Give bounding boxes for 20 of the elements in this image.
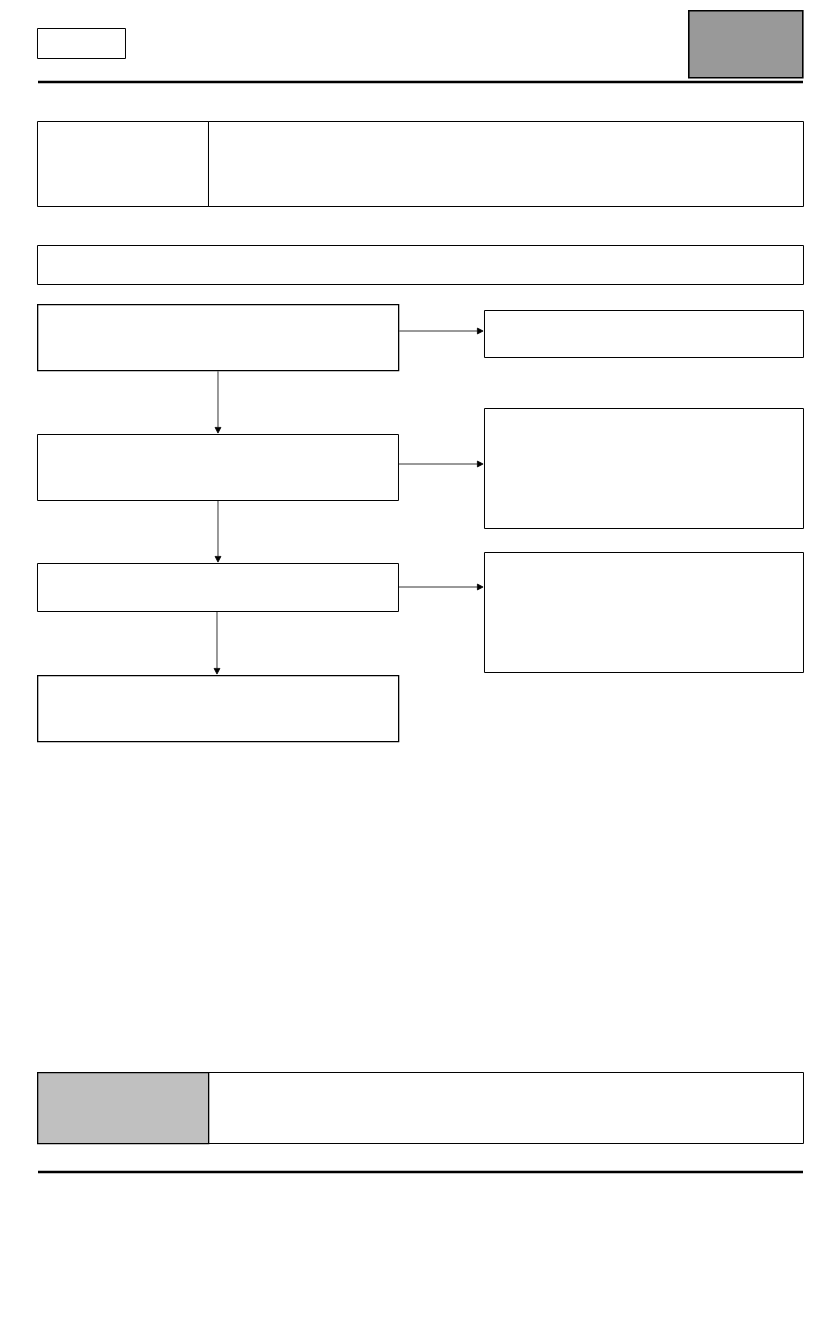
arrow [214,370,222,434]
arrow [398,460,484,468]
arrow [213,611,221,675]
arrow [214,500,222,563]
table-cell [37,1072,210,1145]
arrow [398,583,484,591]
banner-box [37,245,804,285]
arrow [398,327,484,335]
small-box [37,28,126,59]
table-cell [37,121,209,207]
table-cell [208,121,804,207]
process-box [37,563,399,612]
process-box [37,304,400,372]
process-box [37,675,400,743]
result-box [484,408,804,529]
filled-box [688,10,804,79]
result-box [484,310,804,358]
process-box [37,434,399,501]
table-cell [208,1072,804,1144]
result-box [484,552,804,673]
